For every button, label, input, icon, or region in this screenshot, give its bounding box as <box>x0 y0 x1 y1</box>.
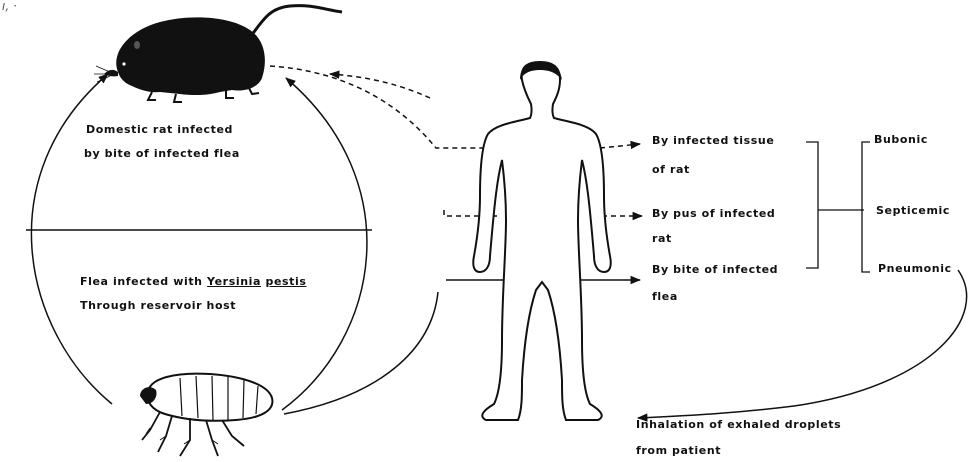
arc-pneumonic-to-inhalation <box>638 270 967 418</box>
arc-flea-to-human <box>284 292 438 414</box>
type-septicemic: Septicemic <box>876 204 950 217</box>
flea-illustration-icon <box>140 374 272 456</box>
dashed-arrow-infected-tissue <box>600 144 640 148</box>
clipped-header-fragment: ı, · <box>2 0 17 13</box>
rat-illustration-icon <box>94 6 342 102</box>
flea-caption-line2: Through reservoir host <box>80 299 236 312</box>
types-bracket <box>862 142 870 272</box>
flea-caption-species: pestis <box>265 275 306 288</box>
flea-caption-prefix: Flea infected with <box>80 275 207 288</box>
inhalation-line1: Inhalation of exhaled droplets <box>636 418 841 431</box>
rat-caption-line1: Domestic rat infected <box>86 123 233 136</box>
flea-caption-genus: Yersinia <box>207 275 261 288</box>
route-tissue-line2: of rat <box>652 163 690 176</box>
type-pneumonic: Pneumonic <box>878 262 952 275</box>
dashed-route-rat-to-human <box>270 66 497 148</box>
route-tissue-line1: By infected tissue <box>652 134 774 147</box>
type-bubonic: Bubonic <box>874 133 928 146</box>
route-bracket <box>806 142 818 268</box>
flea-caption-line1: Flea infected with Yersinia pestis <box>80 275 307 288</box>
route-bite-line2: flea <box>652 290 678 303</box>
route-pus-line1: By pus of infected <box>652 207 775 220</box>
rat-caption-line2: by bite of infected flea <box>84 147 240 160</box>
route-pus-line2: rat <box>652 232 672 245</box>
dashed-route-rat-upper <box>330 74 430 98</box>
inhalation-line2: from patient <box>636 444 721 457</box>
arc-flea-to-rat-right <box>282 78 367 410</box>
route-bite-line1: By bite of infected <box>652 263 778 276</box>
human-figure-icon <box>473 62 611 420</box>
